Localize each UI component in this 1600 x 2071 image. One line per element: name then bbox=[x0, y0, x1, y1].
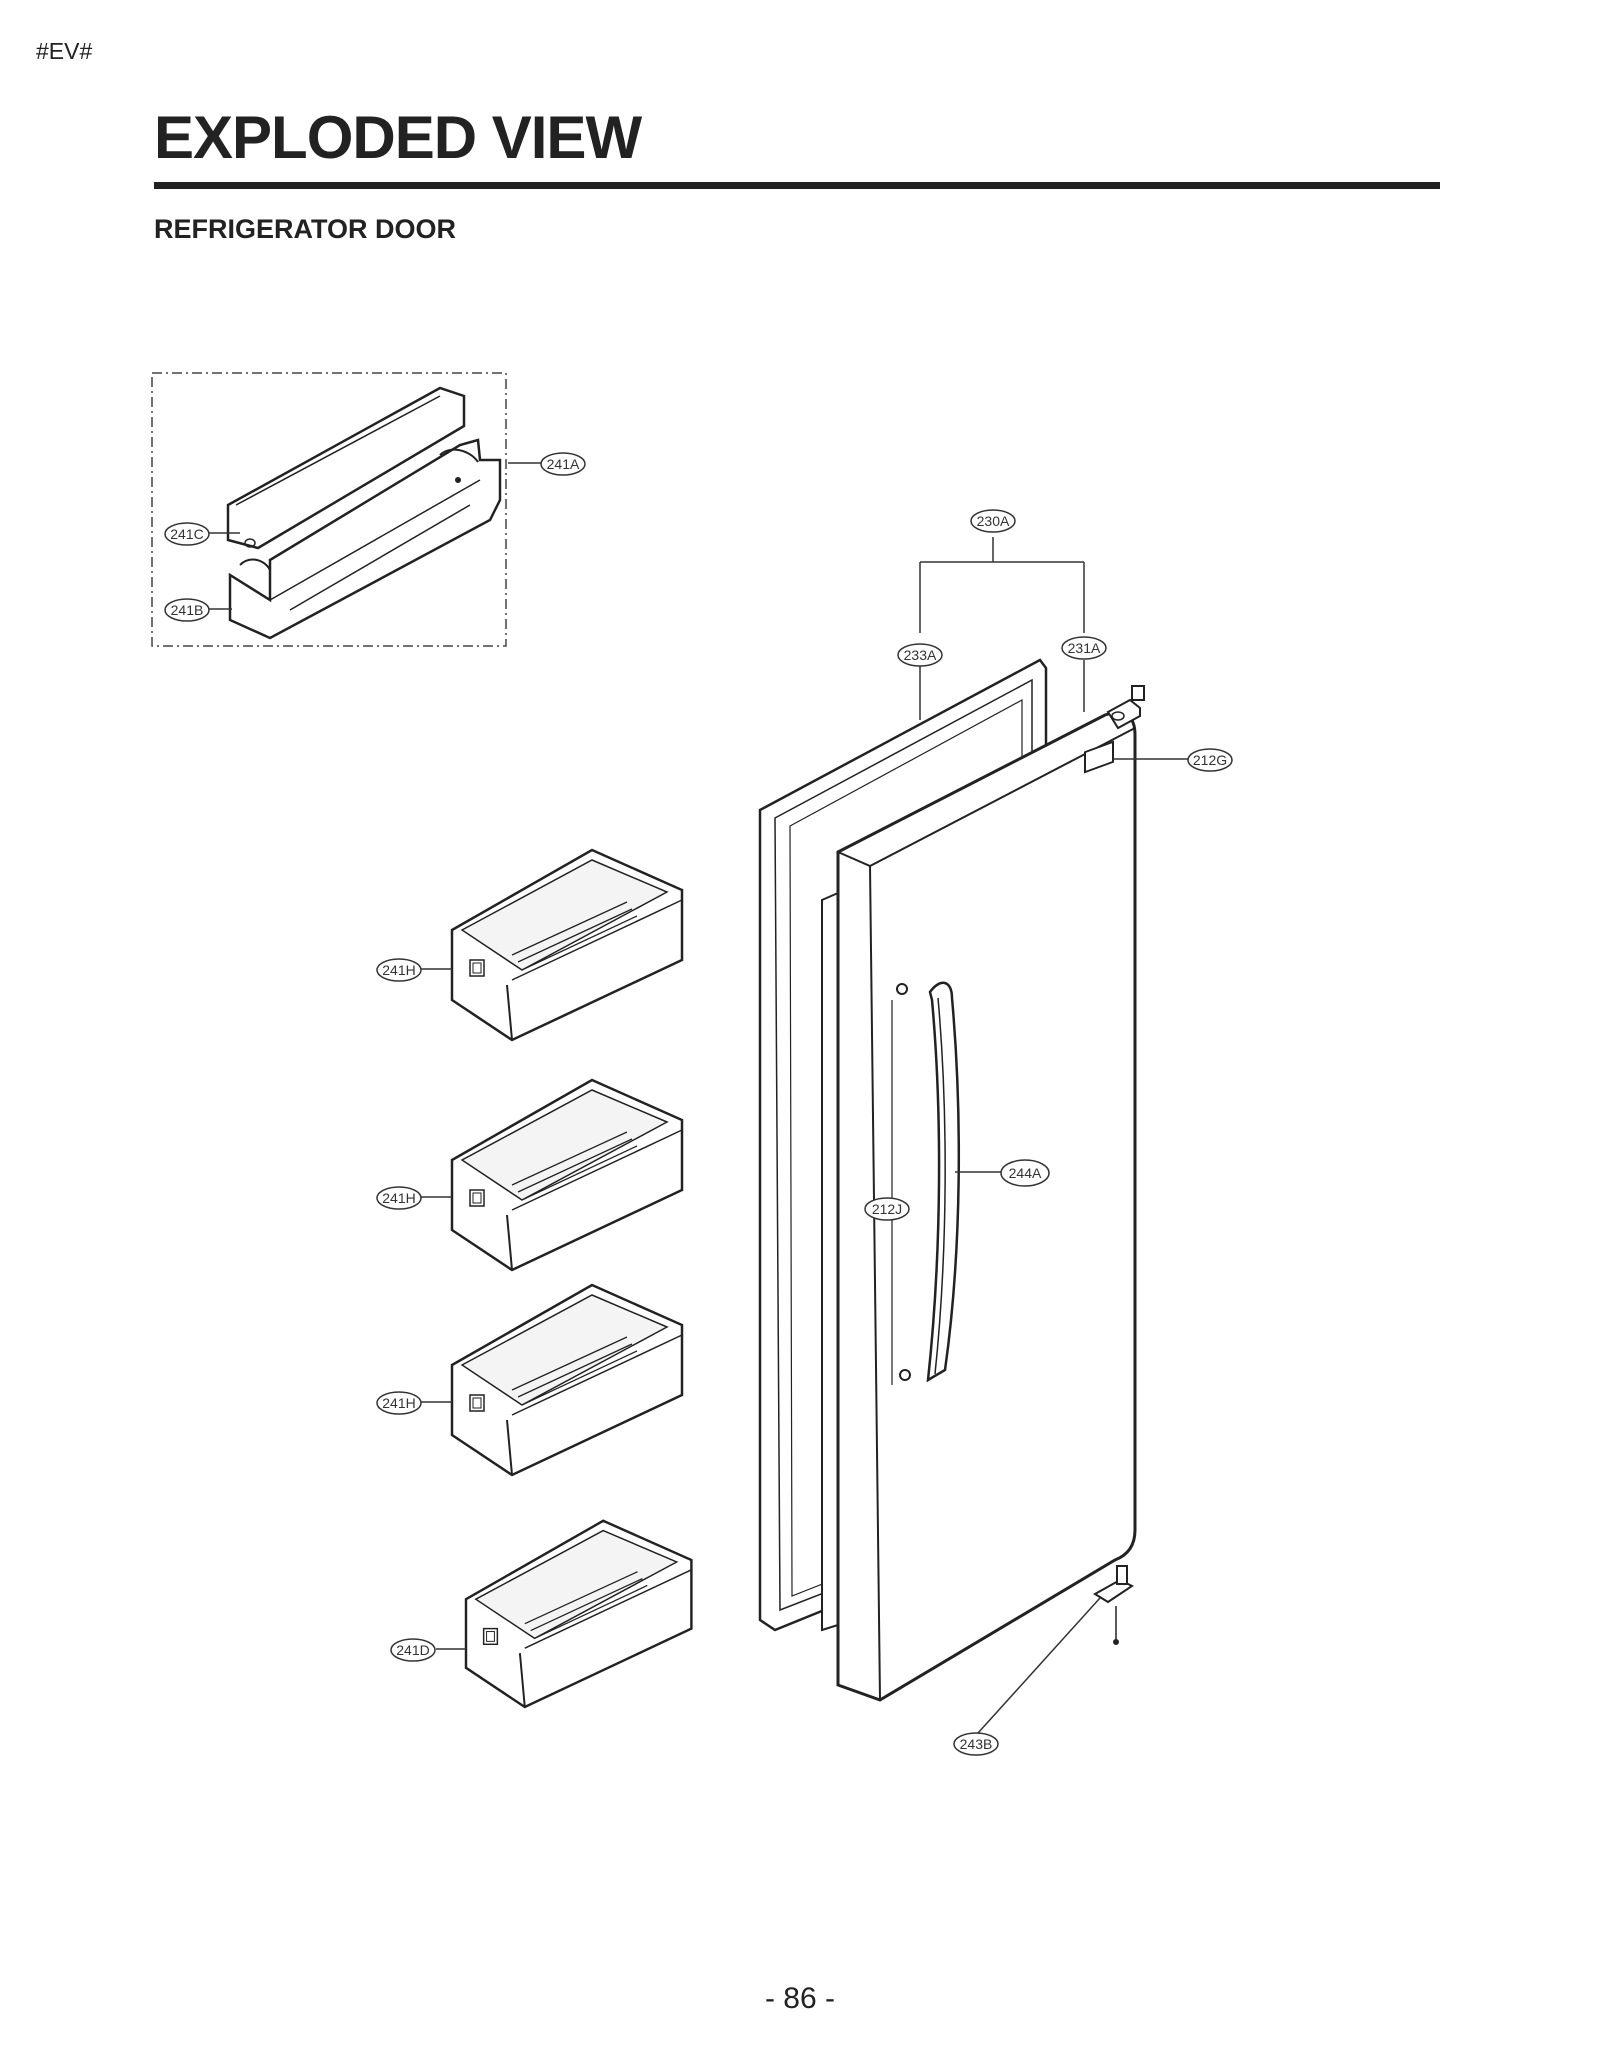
callout-241h-top: 241H bbox=[382, 962, 415, 978]
callout-241c: 241C bbox=[170, 526, 203, 542]
callout-241h-lower: 241H bbox=[382, 1395, 415, 1411]
door-bin-241h-lower bbox=[450, 1283, 684, 1477]
section-subtitle: REFRIGERATOR DOOR bbox=[154, 214, 457, 244]
page-number: - 86 - bbox=[764, 1982, 836, 2015]
callout-212g: 212G bbox=[1193, 752, 1227, 768]
callout-ovals bbox=[164, 452, 1233, 1756]
bottom-hinge bbox=[1093, 1565, 1134, 1645]
door-liner-edge bbox=[821, 891, 839, 1632]
door-bin-241d bbox=[464, 1519, 693, 1709]
top-hinge bbox=[1106, 685, 1145, 730]
title-rule bbox=[154, 182, 1440, 189]
door-basket-assembly bbox=[151, 372, 507, 647]
callout-241h-middle: 241H bbox=[382, 1190, 415, 1206]
callout-243b: 243B bbox=[960, 1736, 993, 1752]
door-handle bbox=[891, 981, 961, 1385]
callout-231a: 231A bbox=[1068, 640, 1101, 656]
callout-230a: 230A bbox=[977, 513, 1010, 529]
callout-241d: 241D bbox=[396, 1642, 429, 1658]
door-panel bbox=[836, 711, 1137, 1702]
callout-244a: 244A bbox=[1009, 1165, 1042, 1181]
page-marker: #EV# bbox=[36, 38, 93, 64]
leader-lines bbox=[208, 462, 1190, 1734]
callout-241a: 241A bbox=[547, 456, 580, 472]
callout-241b: 241B bbox=[171, 602, 204, 618]
door-bin-241h-top bbox=[450, 848, 684, 1042]
page-title: EXPLODED VIEW bbox=[154, 104, 642, 171]
callout-212j: 212J bbox=[872, 1201, 902, 1217]
callout-233a: 233A bbox=[904, 647, 937, 663]
door-bin-241h-middle bbox=[450, 1078, 684, 1272]
